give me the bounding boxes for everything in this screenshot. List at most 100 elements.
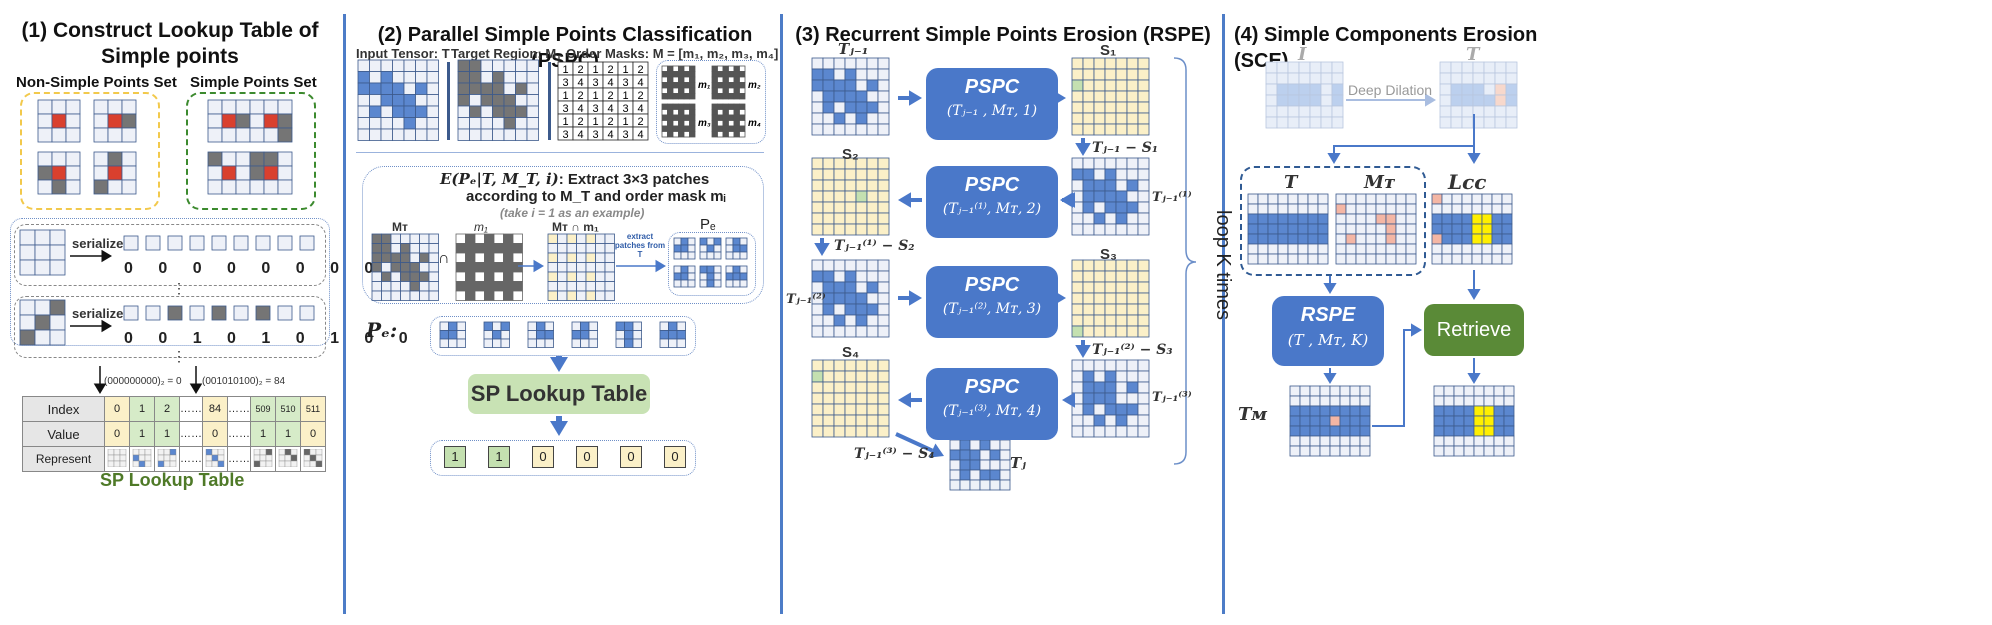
grid-cell (1349, 395, 1361, 407)
grid-cell (1265, 72, 1278, 85)
sp-lookup-button[interactable]: SP Lookup Table (468, 374, 650, 414)
grid-cell (526, 128, 539, 141)
grid-cell (1433, 445, 1445, 457)
grid-cell (1329, 445, 1341, 457)
mt-and-m1-label: Mᴛ ∩ m₁ (552, 220, 599, 234)
grid-cell (1359, 415, 1371, 427)
grid-cell (1463, 385, 1475, 397)
represent-cell (300, 446, 326, 472)
index-cell: 510 (275, 396, 301, 422)
arrow-head (928, 443, 944, 458)
grid-cell (1494, 61, 1507, 74)
grid-cell (1443, 435, 1455, 447)
order-number: 1 (562, 116, 568, 128)
pe-row-patch (571, 321, 598, 348)
grid-cell (1481, 203, 1493, 215)
grid-cell (1501, 243, 1513, 255)
grid-cell (1329, 395, 1341, 407)
grid-cell (689, 93, 696, 100)
grid-cell (1501, 223, 1513, 235)
grid-cell (1433, 425, 1445, 437)
grid-cell (1493, 395, 1505, 407)
grid-cell (1289, 425, 1301, 437)
arrow-head (909, 90, 922, 106)
order-number: 4 (607, 77, 613, 89)
grid-cell (1453, 415, 1465, 427)
grid-cell (1501, 253, 1513, 265)
grid-cell (1137, 325, 1150, 338)
grid-cell (456, 338, 466, 348)
side-label-2: Tⱼ₋₁⁽²⁾ (786, 292, 826, 307)
pspc-step-3[interactable]: PSPC(Tⱼ₋₁⁽²⁾, Mᴛ, 3) (926, 266, 1058, 338)
pspc-step-2[interactable]: PSPC(Tⱼ₋₁⁽¹⁾, Mᴛ, 2) (926, 166, 1058, 238)
grid-cell (1349, 445, 1361, 457)
target-region-label: Target Region: MT (451, 46, 562, 64)
to-retrieve-arrow (1467, 270, 1481, 300)
mt-label: Mᴛ (392, 220, 408, 234)
represent-row: Represent………… (22, 446, 326, 472)
order-number: 3 (592, 129, 598, 141)
order-mask-grid (711, 65, 746, 100)
index-cell: …… (179, 396, 203, 422)
panel-3-title: (3) Recurrent Simple Points Erosion (RSP… (795, 24, 1211, 46)
pspc-step-1[interactable]: PSPC(Tⱼ₋₁ , Mᴛ, 1) (926, 68, 1058, 140)
pspc-step-4[interactable]: PSPC(Tⱼ₋₁⁽³⁾, Mᴛ, 4) (926, 368, 1058, 440)
grid-cell (1503, 395, 1515, 407)
order-number: 4 (577, 129, 583, 141)
grid-cell (1439, 94, 1452, 107)
grid-cell (1349, 405, 1361, 417)
grid-cell (1473, 415, 1485, 427)
grid-cell (1505, 83, 1518, 96)
value-header: Value (22, 421, 105, 447)
output-row-box (430, 440, 696, 476)
neighbourhood-grids (37, 99, 293, 195)
order-mask-grid (711, 103, 746, 138)
arrow-head (814, 243, 830, 256)
non-simple-grid (93, 99, 137, 143)
grid-cell (1453, 435, 1465, 447)
represent-cell (154, 446, 180, 472)
grid-cell (1320, 72, 1333, 85)
panel-3-drawings (811, 57, 1197, 491)
grid-cell (1491, 253, 1503, 265)
flow-arrow (1062, 392, 1075, 408)
separator-2 (780, 14, 783, 614)
grid-cell (1441, 193, 1453, 205)
grid-cell (1483, 385, 1495, 397)
retrieve-button[interactable]: Retrieve (1424, 304, 1524, 356)
grid-cell (1443, 395, 1455, 407)
grid-cell (1443, 415, 1455, 427)
output-cell: 0 (664, 446, 686, 468)
grid-cell (1505, 105, 1518, 118)
t-grid (1247, 193, 1329, 265)
grid-cell (1463, 435, 1475, 447)
t-2-grid (811, 259, 890, 338)
arrow-head (1467, 373, 1481, 384)
represent-cell (129, 446, 155, 472)
grid-cell (1289, 395, 1301, 407)
order-number: 2 (637, 64, 643, 76)
grid-cell (1441, 203, 1453, 215)
rspe-box[interactable]: RSPE (T , Mᴛ, K) (1272, 296, 1384, 366)
pe-patch (699, 265, 722, 288)
grid-cell (1339, 405, 1351, 417)
order-mask-label: m₄ (748, 118, 761, 129)
flow-arrow (898, 392, 922, 408)
order-number: 4 (577, 77, 583, 89)
grid-cell (676, 338, 686, 348)
grid-cell (1287, 72, 1300, 85)
grid-cell (1320, 61, 1333, 74)
arrow-head (550, 357, 568, 372)
grid-cell (121, 179, 137, 195)
grid-cell (1339, 445, 1351, 457)
grid-cell (1461, 116, 1474, 129)
order-number: 1 (592, 90, 598, 102)
serialized-bit-cell (167, 235, 183, 251)
grid-cell (1463, 425, 1475, 437)
grid-cell (1441, 253, 1453, 265)
grid-cell (1276, 83, 1289, 96)
order-number: 2 (607, 116, 613, 128)
